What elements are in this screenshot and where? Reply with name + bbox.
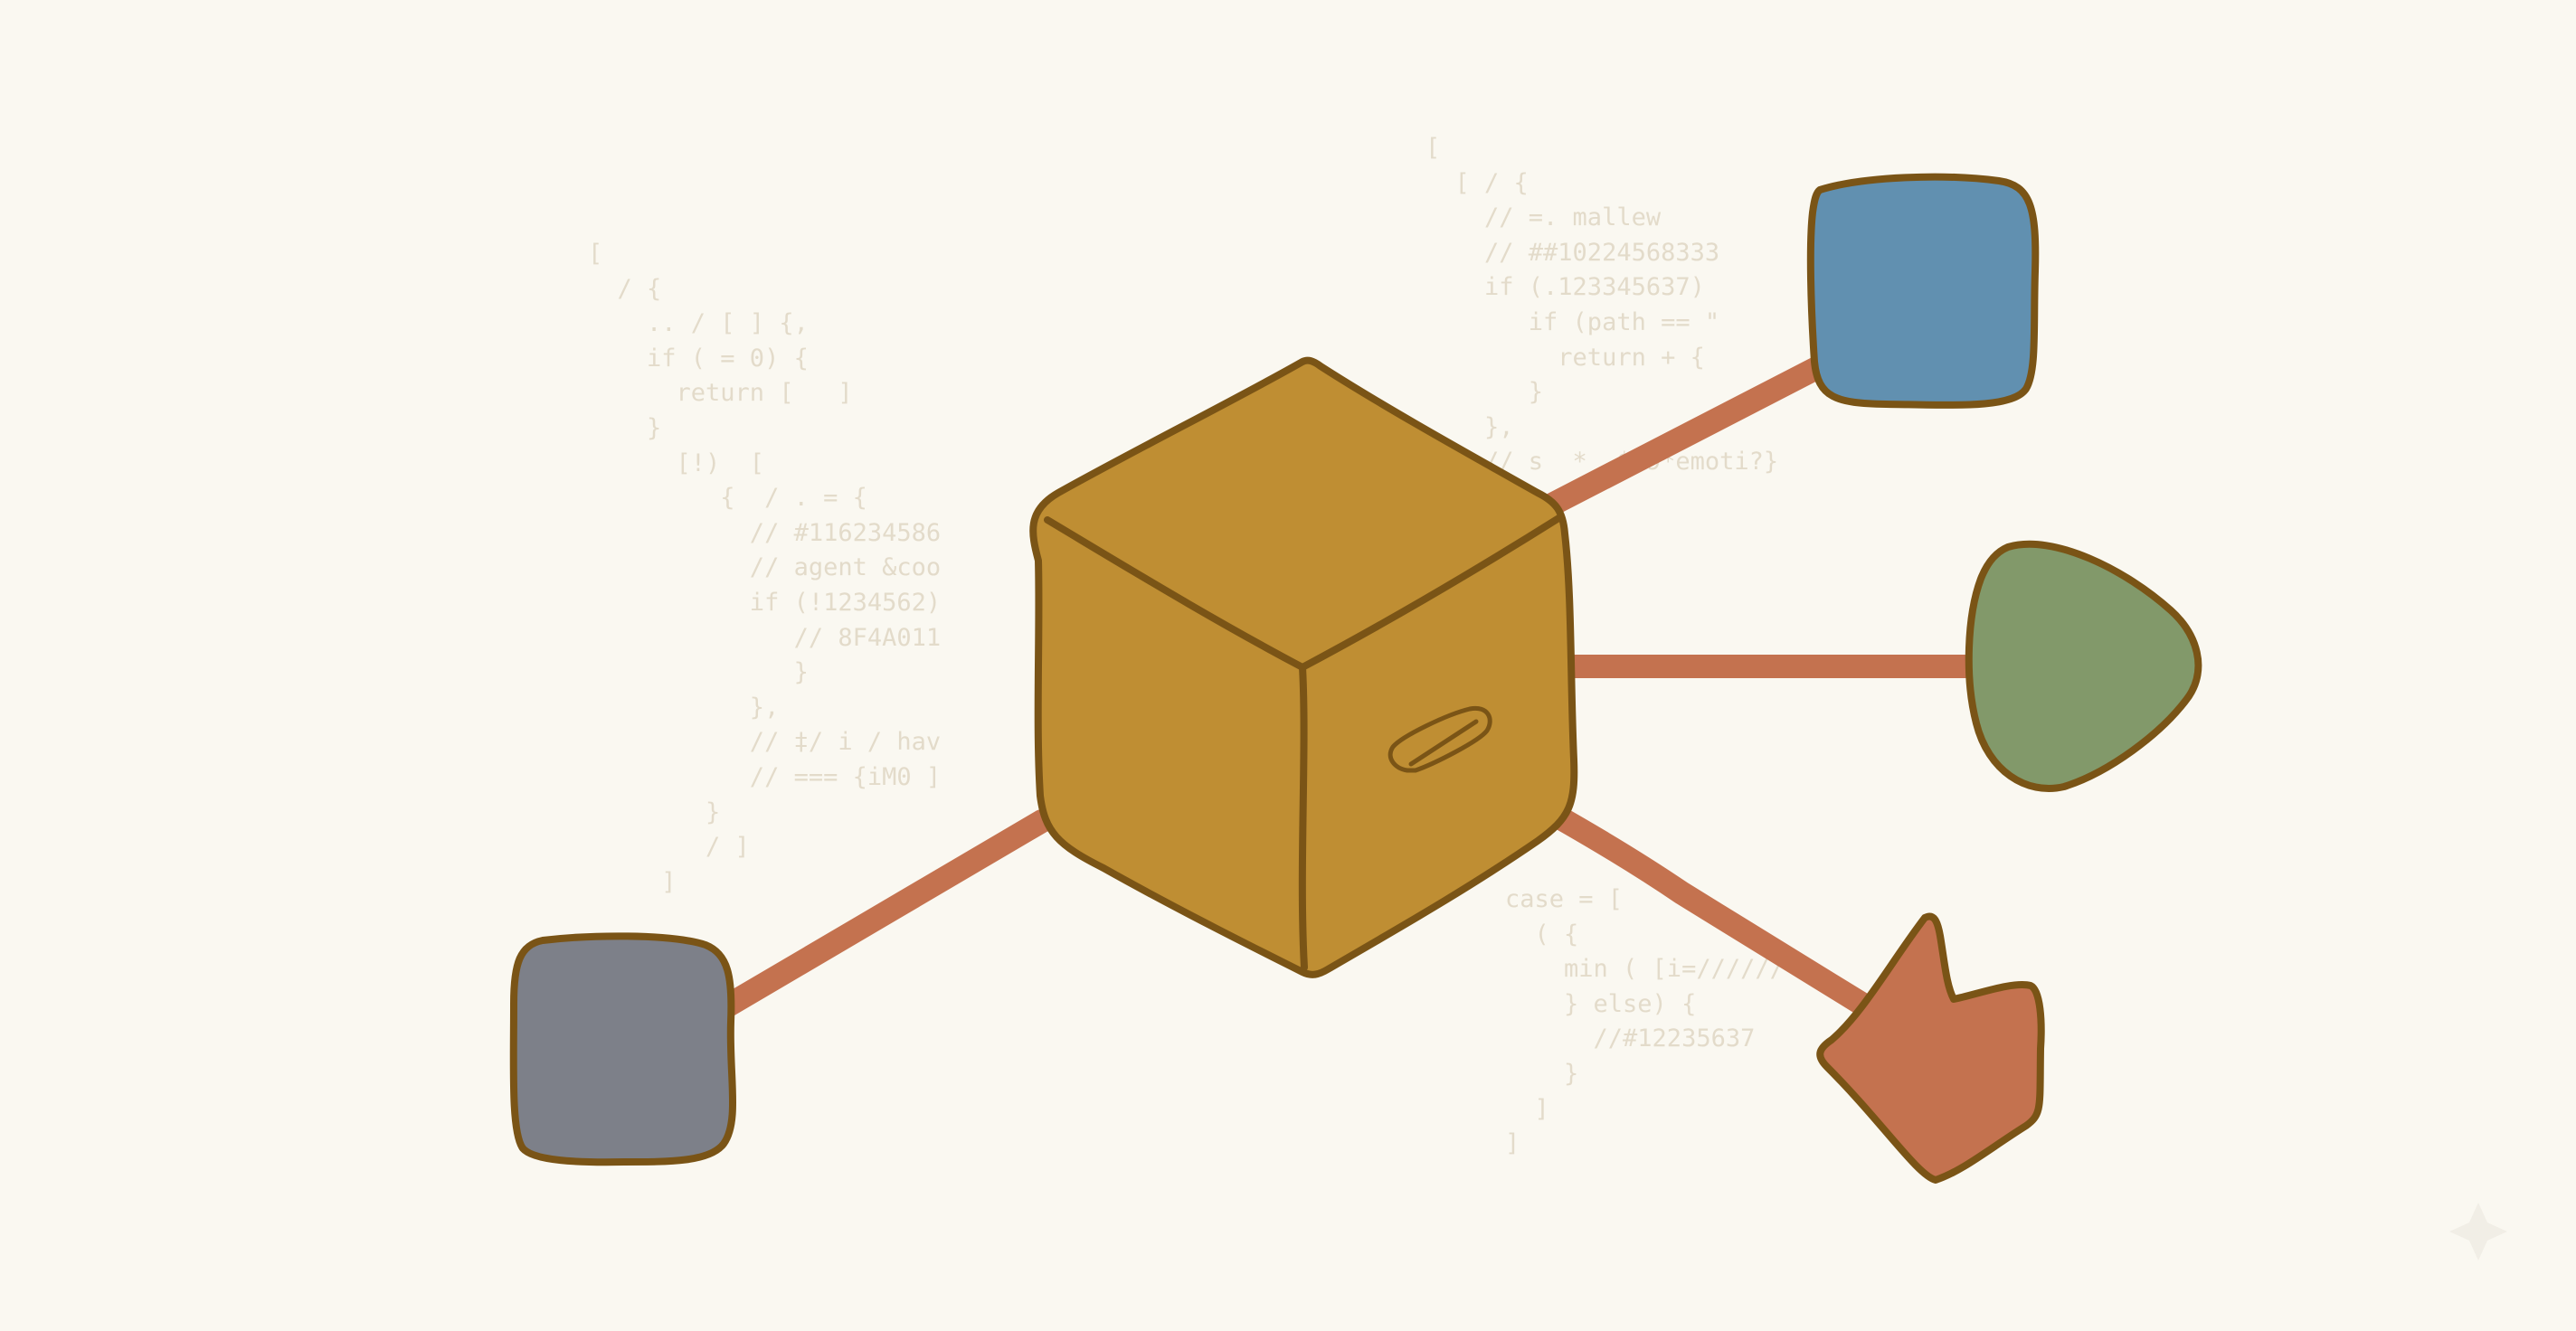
code-line: [ <box>588 240 603 268</box>
code-line: / ] <box>588 833 750 862</box>
code-line: } <box>588 658 809 687</box>
code-snippet-right-top: [ [ / { // =. mallew // ##10224568333 if… <box>1425 131 1778 480</box>
node-gray-square <box>509 932 737 1166</box>
code-line: ( { <box>1505 920 1579 949</box>
code-line: { / . = { <box>588 484 867 513</box>
code-line: // =. mallew <box>1425 203 1662 232</box>
code-line: } <box>588 413 662 442</box>
code-line: ] <box>588 867 677 896</box>
connector-to-blue <box>1537 350 1841 518</box>
hub-cube <box>1029 356 1578 978</box>
code-line: if (.123345637) <box>1425 273 1705 302</box>
code-line: // agent &coo <box>588 553 942 582</box>
code-line: if (!1234562) <box>588 588 942 617</box>
code-line: //#12235637 <box>1505 1024 1756 1053</box>
code-line: // === {iM0 ] <box>588 762 942 791</box>
code-line: case = [ <box>1505 885 1624 913</box>
code-line: if (path == " <box>1425 307 1720 336</box>
node-blue-square <box>1806 173 2040 409</box>
code-line: } <box>1505 1059 1579 1088</box>
code-snippet-right-bottom: case = [ ( { min ( [i=////// } else) { /… <box>1505 883 1785 1162</box>
code-line: return + { <box>1425 343 1705 372</box>
code-line: // 8F4A011 <box>588 623 942 652</box>
code-line: if ( = 0) { <box>588 344 809 373</box>
connector-to-gray <box>716 809 1054 1017</box>
node-green-blob <box>1965 540 2202 792</box>
code-line: // #116234586 <box>588 518 942 547</box>
code-line: // ##10224568333 <box>1425 238 1720 267</box>
code-line: }, <box>1425 412 1514 441</box>
code-line: } else) { <box>1505 989 1697 1018</box>
hub-cube-vertical-edge <box>1298 664 1308 971</box>
code-line: [!) [ <box>588 448 765 477</box>
code-line: ] <box>1505 1129 1520 1158</box>
code-line: } <box>588 798 721 826</box>
code-line: min ( [i=////// <box>1505 955 1785 984</box>
code-line: / { <box>588 274 662 303</box>
code-line: } <box>1425 378 1544 407</box>
code-line: return [ ] <box>588 379 853 408</box>
code-snippet-left: [ / { .. / [ ] {, if ( = 0) { return [ ]… <box>588 237 941 900</box>
code-line: .. / [ ] {, <box>588 309 809 338</box>
link-icon <box>1387 705 1492 773</box>
code-line: ] <box>1505 1094 1549 1123</box>
code-line: // ‡/ i / hav <box>588 728 942 757</box>
sparkle-icon <box>2449 1203 2507 1260</box>
code-line: [ <box>1425 134 1441 162</box>
code-line: [ / { <box>1425 168 1529 197</box>
node-orange-arrowhead <box>1816 912 2045 1184</box>
code-line: }, <box>588 693 780 722</box>
